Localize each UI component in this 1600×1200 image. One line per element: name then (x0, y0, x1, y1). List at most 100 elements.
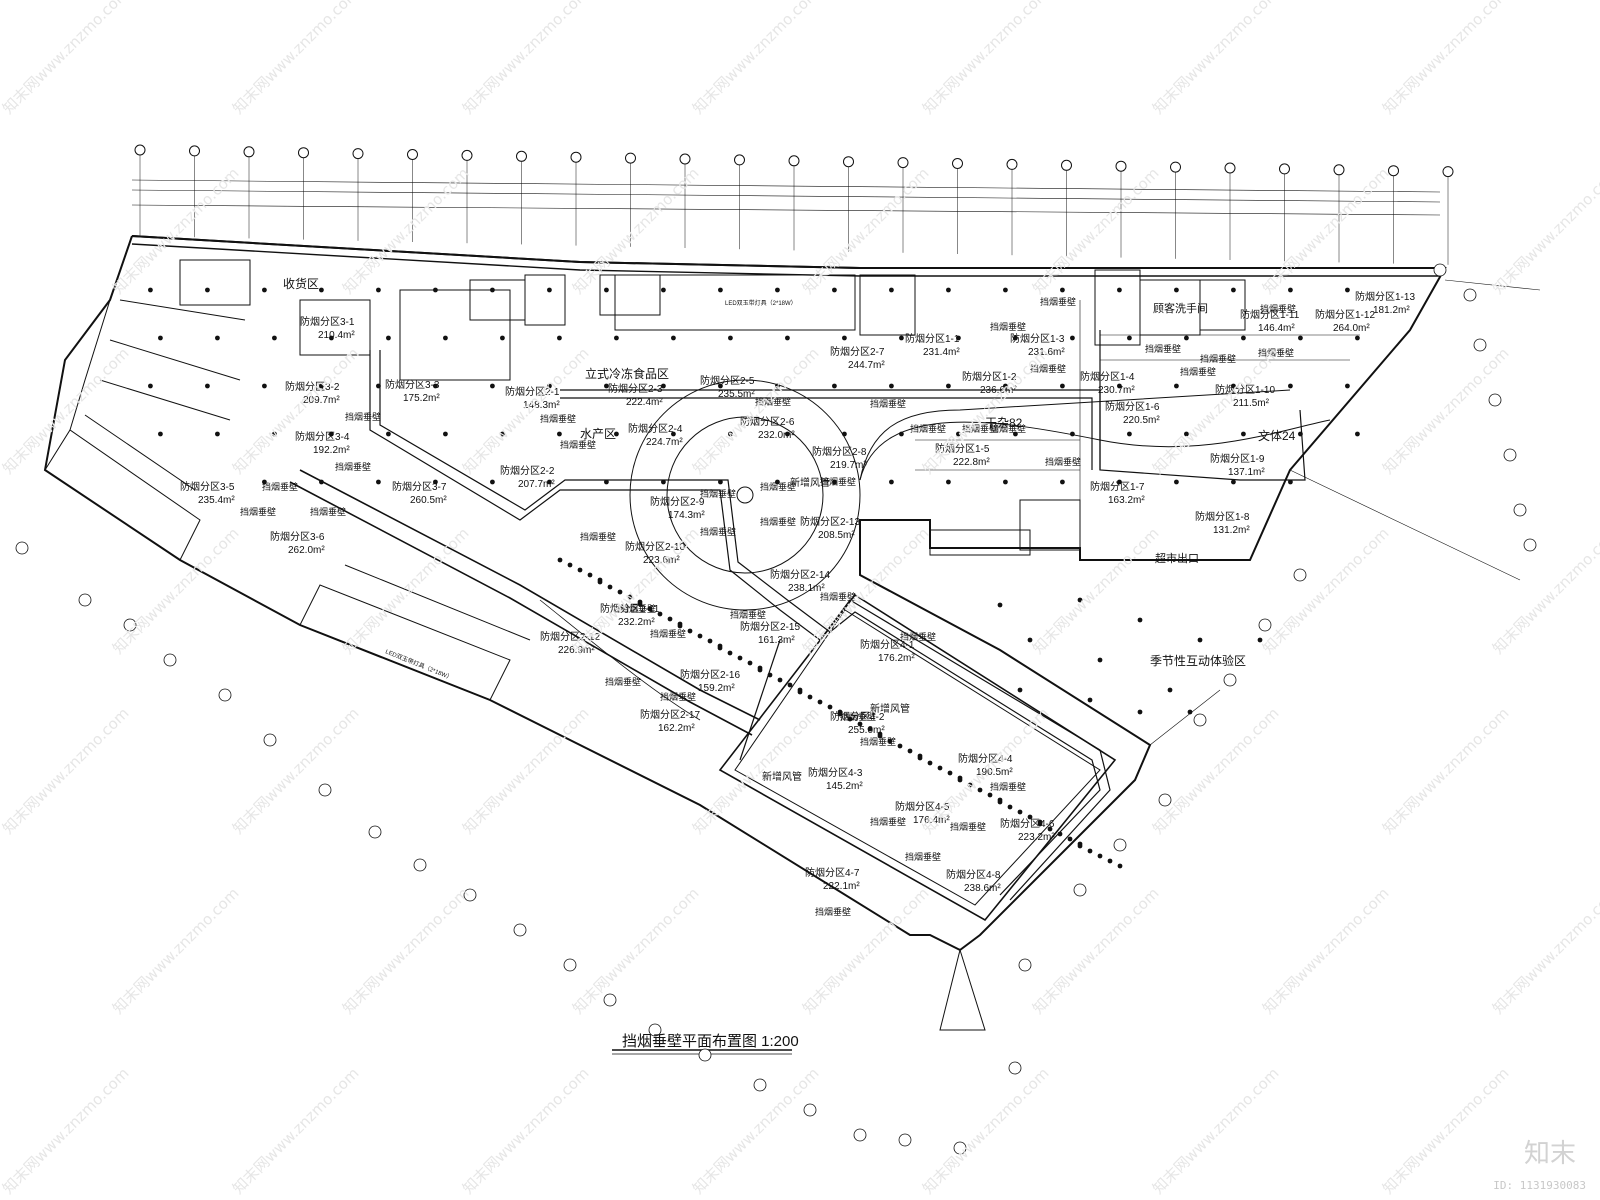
sprinkler-dot (1077, 843, 1083, 849)
grid-axis-bubble (788, 155, 800, 167)
smoke-zone-area: 176.2m² (878, 653, 915, 664)
sprinkler-dot (547, 479, 552, 485)
sprinkler-dot (215, 335, 220, 341)
sprinkler-dot (148, 287, 153, 293)
grid-axis-bubble (853, 1128, 867, 1142)
grid-axis-bubble (218, 688, 232, 702)
grid-axis-bubble (648, 1023, 662, 1037)
sprinkler-dot (587, 572, 593, 578)
smoke-zone-name: 防烟分区1-12 (1315, 308, 1375, 321)
grid-axis-bubble (1433, 263, 1447, 277)
sprinkler-dot (1127, 335, 1132, 341)
sprinkler-dot (567, 562, 573, 568)
smoke-zone-name: 防烟分区2-9 (650, 495, 705, 508)
smoke-curtain-label: 挡烟垂壁 (905, 851, 941, 862)
smoke-curtain-label: 挡烟垂壁 (540, 413, 576, 424)
smoke-zone-name: 防烟分区2-10 (625, 540, 685, 553)
smoke-zone-area: 238.1m² (788, 583, 825, 594)
grid-axis-bubble (1061, 159, 1072, 171)
sprinkler-dot (827, 704, 833, 710)
smoke-zone-area: 236.6m² (980, 385, 1017, 396)
sprinkler-dot (1231, 287, 1236, 293)
smoke-curtain-label: 挡烟垂壁 (700, 526, 736, 537)
sprinkler-dot (775, 479, 780, 485)
smoke-zone-area: 163.2m² (1108, 495, 1145, 506)
sprinkler-dot (1027, 814, 1033, 820)
grid-axis-bubble (698, 1048, 712, 1062)
smoke-zone-name: 防烟分区3-1 (300, 315, 355, 328)
sprinkler-dot (319, 287, 324, 293)
smoke-zone-area: 235.4m² (198, 495, 235, 506)
smoke-zone-name: 防烟分区1-13 (1355, 290, 1415, 303)
grid-axis-bubble (1333, 164, 1345, 176)
sprinkler-dot (1047, 826, 1053, 832)
grid-axis-bubble (463, 888, 477, 902)
grid-axis-bubble (15, 541, 29, 555)
smoke-zone-area: 232.2m² (618, 617, 655, 628)
smoke-zone-name: 防烟分区3-7 (392, 480, 447, 493)
sprinkler-dot (1070, 431, 1075, 437)
sprinkler-dot (557, 557, 563, 563)
smoke-zone-name: 防烟分区1-10 (1215, 383, 1275, 396)
sprinkler-dot (443, 335, 448, 341)
smoke-zone-area: 181.2m² (1373, 305, 1410, 316)
sprinkler-dot (1013, 335, 1018, 341)
smoke-zone-area: 146.4m² (1258, 323, 1295, 334)
grid-axis-bubble (1293, 568, 1307, 582)
sprinkler-dot (1345, 287, 1350, 293)
grid-axis-bubble (753, 1078, 767, 1092)
smoke-curtain-label: 挡烟垂壁 (650, 628, 686, 639)
grid-axis-bubble (516, 150, 527, 162)
smoke-zone-name: 防烟分区2-15 (740, 620, 800, 633)
sprinkler-dot (728, 431, 733, 437)
sprinkler-dot (1077, 597, 1083, 603)
sprinkler-dot (1013, 431, 1018, 437)
sprinkler-dot (718, 383, 723, 389)
sprinkler-dot (747, 660, 753, 666)
sprinkler-dot (262, 479, 267, 485)
sprinkler-dot (937, 765, 943, 771)
smoke-curtain-label: 挡烟垂壁 (990, 423, 1026, 434)
sprinkler-dot (946, 287, 951, 293)
smoke-zone-name: 防烟分区1-6 (1105, 400, 1160, 413)
sprinkler-dot (889, 383, 894, 389)
grid-axis-bubble (625, 152, 636, 164)
sprinkler-dot (785, 431, 790, 437)
sprinkler-dot (661, 383, 666, 389)
smoke-curtain-label: 挡烟垂壁 (820, 591, 856, 602)
sprinkler-dot (957, 777, 963, 783)
smoke-zone-area: 222.8m² (953, 457, 990, 468)
smoke-zone-name: 防烟分区4-3 (808, 766, 863, 779)
sprinkler-dot (376, 479, 381, 485)
sprinkler-dot (205, 287, 210, 293)
sprinkler-dot (614, 431, 619, 437)
smoke-curtain-label: 挡烟垂壁 (1200, 353, 1236, 364)
smoke-zone-area: 208.5m² (818, 530, 855, 541)
sprinkler-dot (1288, 479, 1293, 485)
sprinkler-dot (775, 287, 780, 293)
sprinkler-dot (1003, 479, 1008, 485)
sprinkler-dot (1070, 335, 1075, 341)
sprinkler-dot (1137, 709, 1143, 715)
sprinkler-dot (1017, 687, 1023, 693)
sprinkler-dot (1060, 479, 1065, 485)
sprinkler-dot (148, 383, 153, 389)
sprinkler-dot (832, 383, 837, 389)
grid-axis-bubble (1073, 883, 1087, 897)
sprinkler-dot (671, 431, 676, 437)
grid-axis-bubble (1503, 448, 1517, 462)
grid-axis-bubble (1008, 1061, 1022, 1075)
grid-axis-bubble (803, 1103, 817, 1117)
sprinkler-dot (158, 335, 163, 341)
smoke-curtain-label: 挡烟垂壁 (700, 488, 736, 499)
grid-axis-bubble (952, 158, 963, 169)
sprinkler-dot (1067, 836, 1073, 842)
grid-axis-bubble (1258, 618, 1272, 632)
smoke-curtain-label: 挡烟垂壁 (1030, 363, 1066, 374)
sprinkler-dot (947, 770, 953, 776)
sprinkler-dot (718, 479, 723, 485)
grid-axis-bubble (1193, 713, 1207, 727)
sprinkler-dot (433, 287, 438, 293)
smoke-zone-area: 231.4m² (923, 347, 960, 358)
sprinkler-dot (956, 431, 961, 437)
